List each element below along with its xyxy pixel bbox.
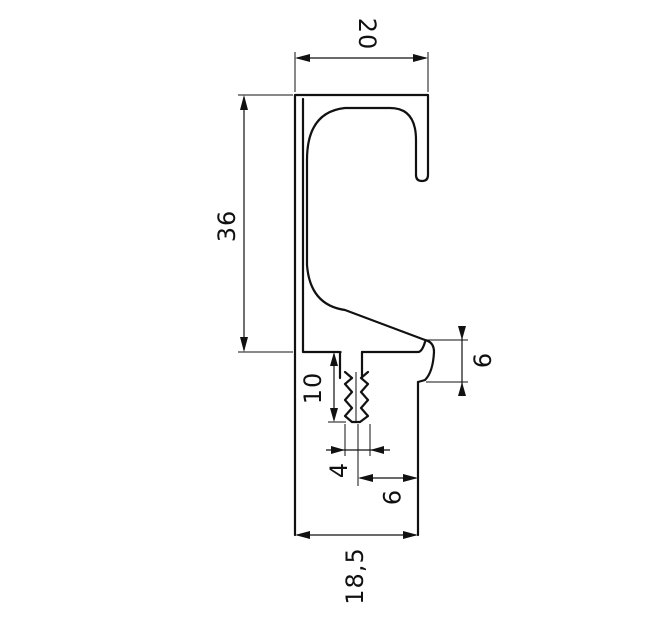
dimension-slot-depth: 10 (299, 351, 346, 423)
profile-lip (360, 338, 436, 384)
dimension-label-slot-width: 4 (325, 462, 353, 478)
dimension-width-top: 20 (294, 18, 429, 92)
profile-slot-right (360, 350, 420, 537)
profile-outline (293, 93, 436, 537)
dimension-label-lip-height: 6 (469, 352, 497, 368)
dimension-slot-offset: 9 (357, 424, 418, 506)
dimension-width-bottom: 18,5 (295, 531, 418, 605)
dimension-height: 36 (213, 94, 293, 353)
dimension-label-width-top: 20 (353, 18, 381, 51)
profile-outer-wall (293, 93, 430, 537)
dimension-label-height: 36 (213, 210, 241, 243)
dimension-label-width-bottom: 18,5 (341, 547, 369, 604)
profile-inner-wall (301, 97, 342, 380)
dimension-lip-height: 6 (426, 326, 497, 396)
dimension-label-slot-offset: 9 (377, 490, 405, 506)
dimension-label-slot-depth: 10 (299, 372, 327, 405)
